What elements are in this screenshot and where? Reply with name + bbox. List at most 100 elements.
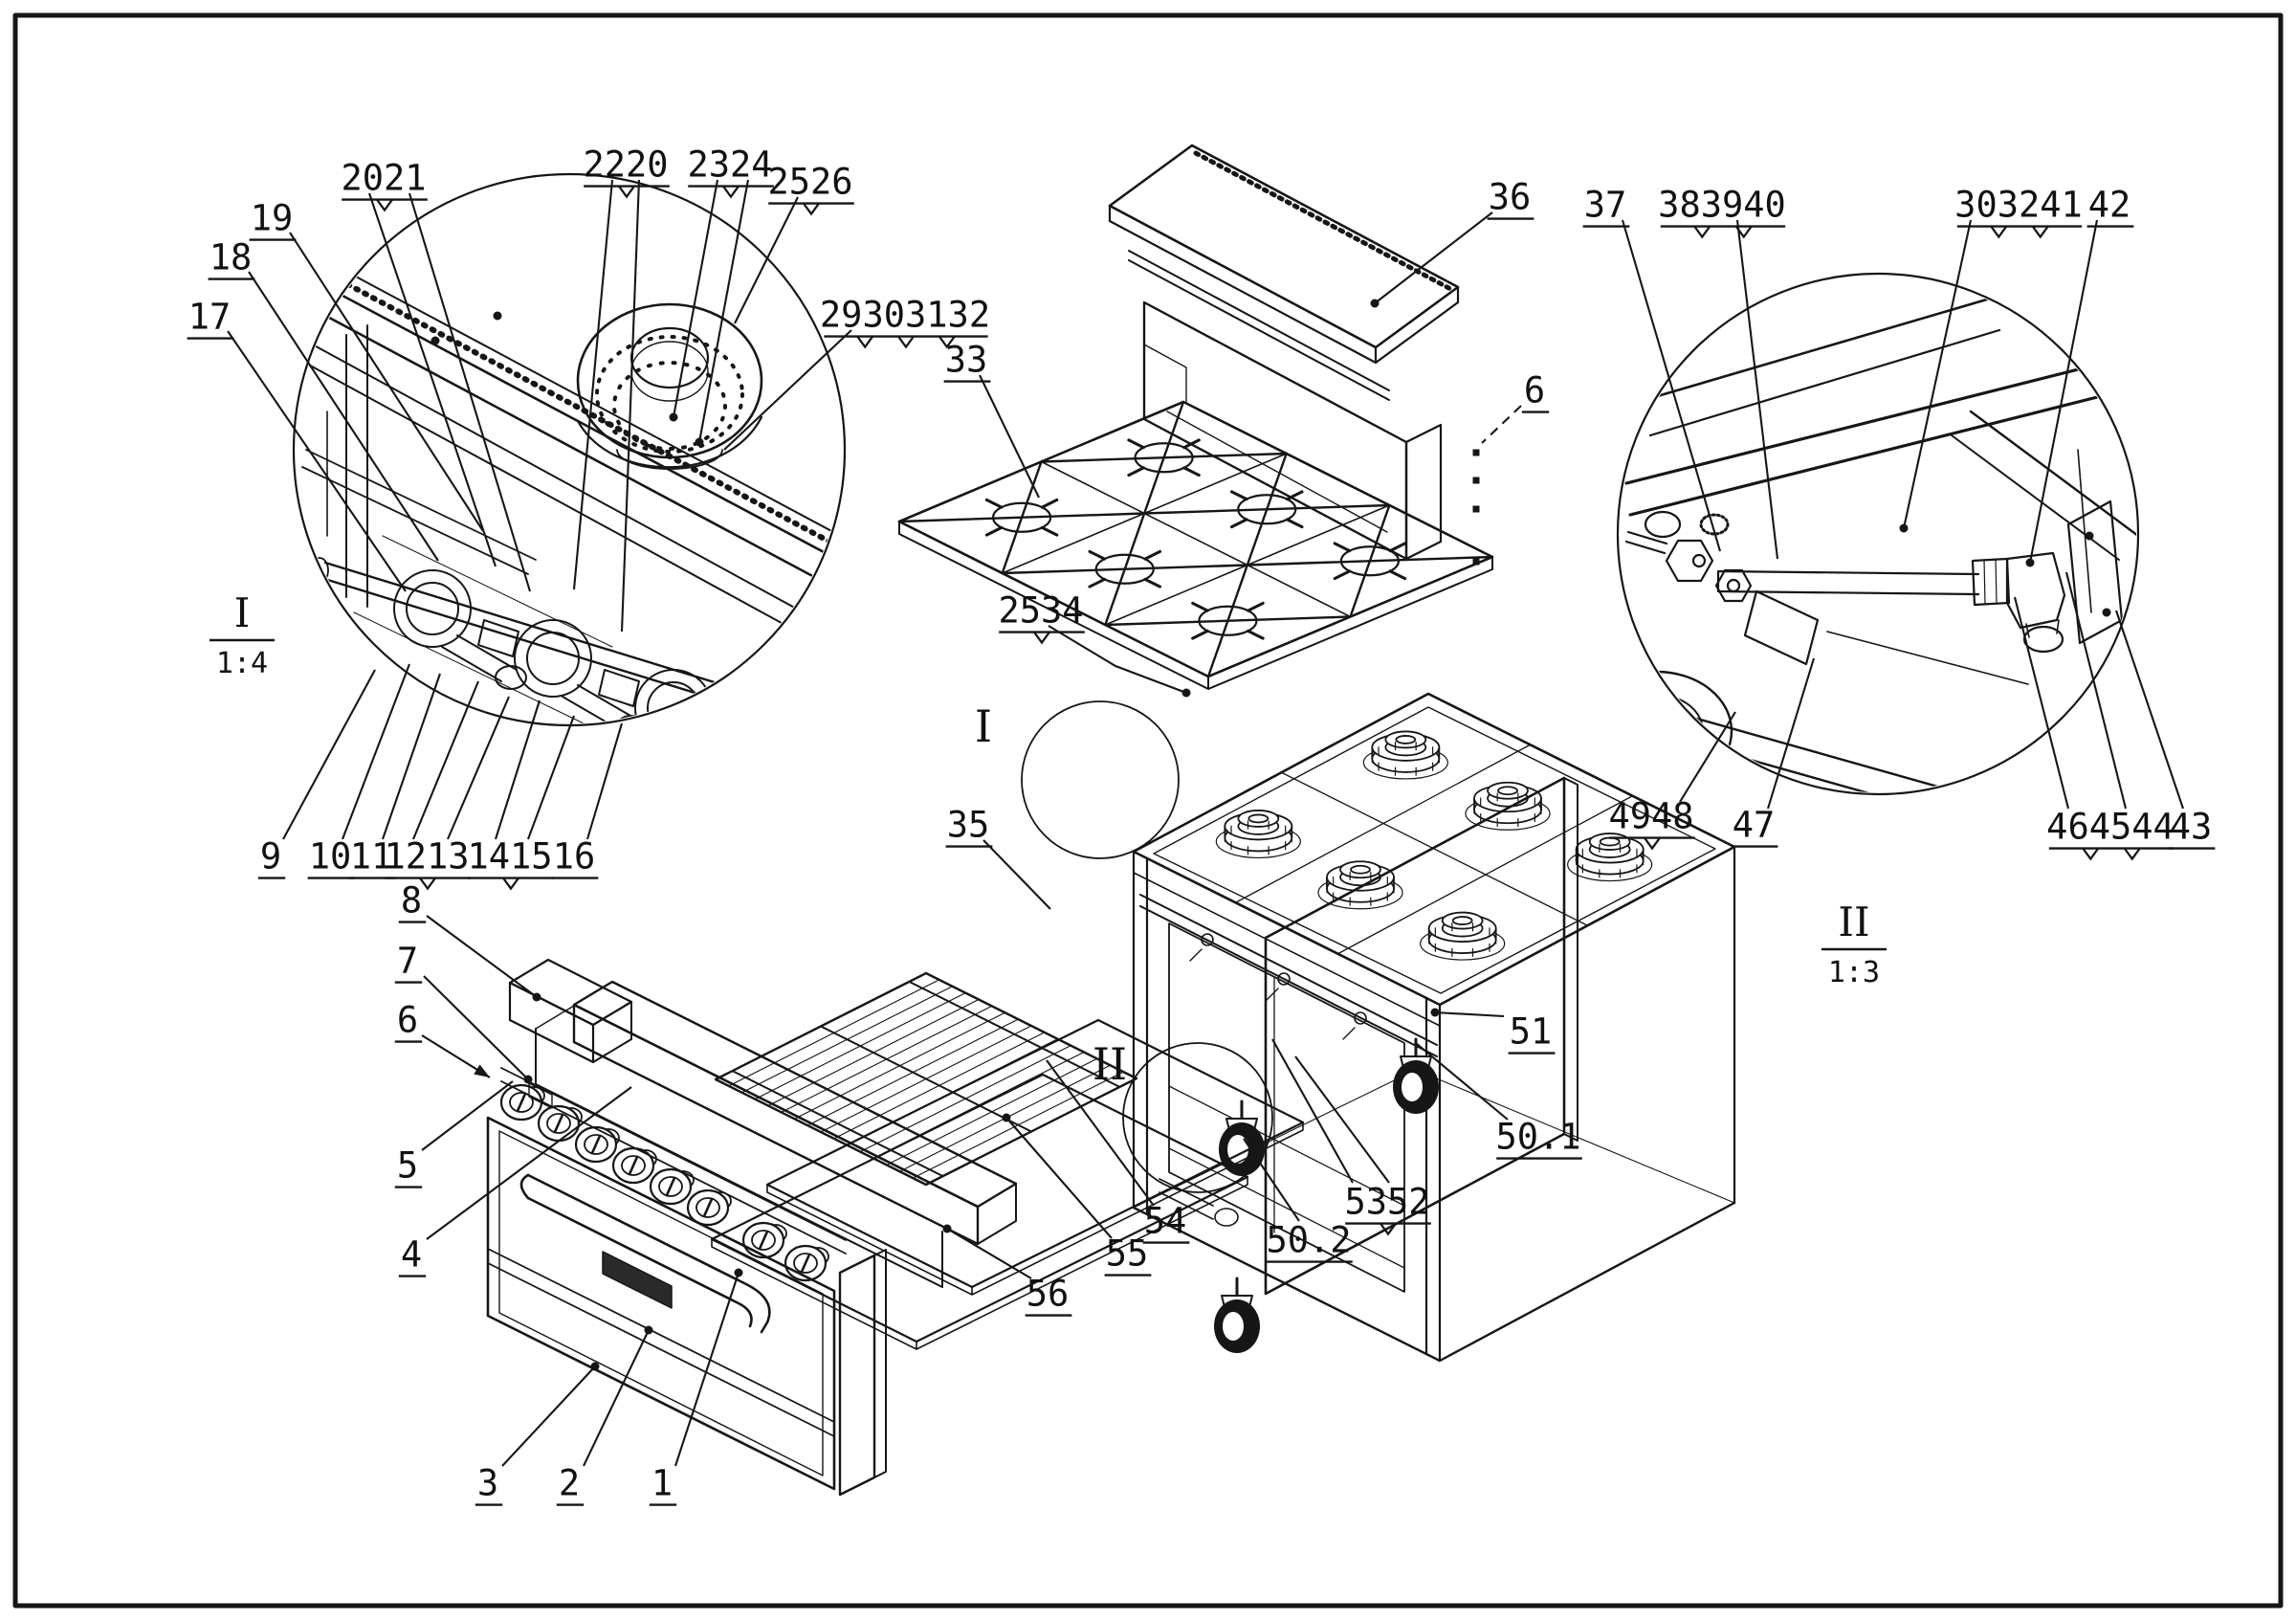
part-number: 35 [947, 805, 990, 846]
leader-line [734, 196, 799, 324]
callout-51: 51 [1430, 1008, 1556, 1055]
part-number: 56 [1027, 1274, 1070, 1315]
callout-6: 6 [394, 1000, 491, 1078]
leader-line [408, 192, 532, 592]
leader-dot [669, 412, 678, 422]
part-number: 6 [397, 1000, 418, 1041]
part-number: 50.2 [1266, 1220, 1351, 1261]
leader-line [674, 1272, 740, 1467]
part-number: 42 [2088, 185, 2131, 226]
view-label-II: II1:3 [1821, 899, 1887, 989]
leader-dot [2025, 558, 2035, 567]
part-number: 29303132 [820, 295, 990, 336]
leader-line [620, 179, 641, 633]
part-number: 1415 [467, 836, 552, 877]
part-number: 1213 [384, 836, 469, 877]
leader-line [1271, 1038, 1354, 1184]
leader-line [426, 915, 538, 998]
underline-notch [2123, 847, 2141, 861]
leader-dot [1430, 1008, 1440, 1017]
side-panel [1264, 776, 1578, 1296]
leader-line [368, 192, 497, 567]
casters [1214, 1037, 1439, 1353]
leader-line [1679, 711, 1736, 803]
underline-notch [856, 335, 874, 349]
callout-17: 17 [187, 297, 407, 592]
leader-dot [523, 1075, 533, 1084]
part-number: 37 [1584, 185, 1627, 226]
callout-2: 2 [556, 1325, 653, 1506]
part-number: 47 [1733, 805, 1776, 846]
part-number: 8 [401, 880, 422, 922]
callout-8: 8 [398, 880, 541, 1002]
part-number: 55 [1106, 1233, 1149, 1275]
part-number: 36 [1489, 177, 1532, 218]
leader-line [697, 179, 750, 443]
callout-383940: 383940 [1658, 185, 1786, 560]
leader-line [672, 179, 719, 418]
underline-notch [1693, 225, 1711, 239]
callout-10: 10 [307, 663, 410, 879]
underline-notch [722, 185, 740, 199]
part-number: 10 [309, 836, 352, 877]
leader-line [1902, 219, 1973, 529]
callout-5: 5 [394, 1080, 514, 1188]
callout-2526: 2526 [734, 162, 854, 324]
leader-line [979, 374, 1040, 499]
callout-9: 9 [257, 669, 376, 879]
detail-view-II [1616, 272, 2140, 796]
range-body [1021, 692, 1736, 1363]
underline-notch [1644, 836, 1661, 851]
callout-7: 7 [394, 941, 533, 1084]
callout-18: 18 [208, 237, 439, 562]
underline-notch [502, 877, 519, 891]
underline-notch [2031, 225, 2049, 239]
callout-303241: 303241 [1899, 185, 2083, 533]
callout-1213: 1213 [384, 680, 510, 891]
leader-line [1046, 1059, 1155, 1207]
view-name: I [234, 589, 251, 636]
callout-35: 35 [945, 805, 1051, 910]
leader-line [723, 329, 852, 451]
oven-door-assembly [486, 1067, 887, 1497]
leader-line [1415, 1042, 1509, 1121]
leader-line [1766, 657, 1816, 810]
leader-line [1374, 211, 1493, 304]
part-number: 4948 [1608, 796, 1693, 837]
leader-line [572, 179, 614, 590]
part-number: 50.1 [1495, 1117, 1580, 1158]
part-number: 2324 [687, 144, 772, 186]
part-number: 54 [1144, 1201, 1187, 1242]
leader-line [1481, 405, 1522, 444]
callout-464544: 464544 [2013, 571, 2175, 861]
callout-19: 19 [249, 198, 484, 532]
part-number: 383940 [1658, 185, 1786, 226]
callout-2220: 2220 [572, 144, 670, 633]
part-number: 43 [2170, 807, 2213, 848]
underline-notch [2082, 847, 2100, 861]
leader-line [1294, 1055, 1390, 1184]
callout-2534: 2534 [998, 590, 1191, 698]
part-number: 1 [651, 1463, 673, 1504]
part-number: 51 [1510, 1011, 1553, 1053]
leader-line [2013, 596, 2070, 810]
screw-dot [1472, 477, 1480, 484]
part-number: 7 [397, 941, 418, 982]
part-number: 5352 [1344, 1182, 1429, 1223]
underline-notch [376, 198, 393, 212]
leader-line [2064, 571, 2128, 810]
leader-dot [590, 1362, 600, 1371]
callout-36: 36 [1370, 177, 1534, 308]
leader-line [1621, 219, 1722, 552]
callout-4948: 4948 [1608, 711, 1736, 851]
leader-line [282, 669, 376, 840]
part-number: 17 [188, 297, 232, 338]
callout-2324: 2324 [669, 144, 774, 447]
callout-16: 16 [551, 722, 624, 879]
leader-line [583, 1329, 650, 1467]
underline-notch [938, 335, 956, 349]
leader-line [982, 839, 1051, 910]
section-marker-I: I [975, 700, 992, 752]
callout-5352: 5352 [1271, 1038, 1431, 1236]
